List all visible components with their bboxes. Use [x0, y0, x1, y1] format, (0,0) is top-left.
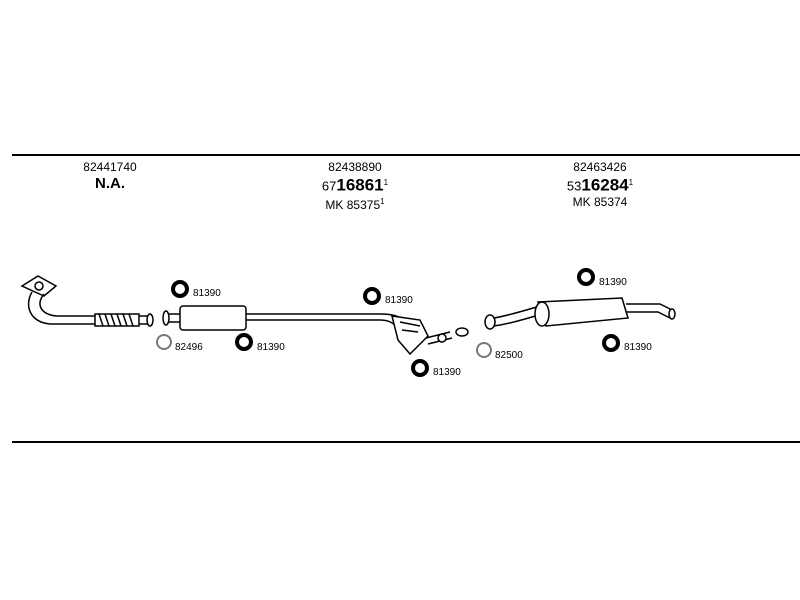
ref-main: 16284 — [581, 175, 629, 195]
rear-silencer-end — [534, 301, 550, 327]
front-flange — [20, 275, 58, 297]
resonator-box — [391, 315, 429, 356]
ref-prefix: 67 — [321, 178, 337, 194]
clamp-e: 81390 — [577, 268, 627, 288]
gasket-b: 82500 — [476, 342, 523, 361]
clamp-c-label: 81390 — [385, 295, 413, 306]
group-middle-silencer: 82438890 67168611 MK 853751 — [275, 160, 435, 212]
gasket-ring-icon — [476, 342, 492, 358]
clamp-ring-icon — [602, 334, 620, 352]
outlet-end — [455, 327, 469, 337]
flex-braid — [98, 313, 134, 327]
pipe-bend-inner — [39, 293, 95, 317]
clamp-a: 81390 — [171, 280, 221, 299]
rear-silencer — [484, 297, 676, 330]
connecting-pipe — [246, 313, 380, 321]
flange-hole — [34, 281, 44, 291]
ref-sup: 1 — [628, 178, 634, 187]
part-code: 82438890 — [328, 160, 382, 174]
clamp-d: 81390 — [411, 359, 461, 378]
reference-number: 53162841 — [520, 174, 680, 195]
part-code: 82441740 — [83, 160, 137, 174]
clamp-c: 81390 — [363, 287, 413, 306]
gasket-a-label: 82496 — [175, 342, 203, 353]
reference-number: 67168611 — [275, 174, 435, 195]
mk-number: MK 85374 — [520, 195, 680, 209]
clamp-ring-icon — [577, 268, 595, 286]
mk-sup: 1 — [380, 197, 385, 207]
top-rule — [12, 154, 800, 156]
pipe-bend-outer — [27, 291, 95, 325]
group-rear-silencer: 82463426 53162841 MK 85374 — [520, 160, 680, 209]
front-pipe — [20, 275, 154, 327]
bottom-rule — [12, 441, 800, 443]
clamp-ring-icon — [363, 287, 381, 305]
clamp-d-label: 81390 — [433, 367, 461, 378]
mk-text: MK 85374 — [572, 195, 628, 210]
clamp-a-label: 81390 — [193, 288, 221, 299]
clamp-f-label: 81390 — [624, 342, 652, 353]
tail-pipe-tip — [668, 308, 676, 320]
rear-inlet-ring — [484, 314, 496, 330]
clamp-e-label: 81390 — [599, 277, 627, 288]
tail-pipe — [626, 303, 673, 319]
mk-text: MK 85375 — [325, 198, 381, 213]
inlet-pipe — [169, 313, 180, 323]
part-code: 82463426 — [573, 160, 627, 174]
gasket-a: 82496 — [156, 334, 203, 353]
clamp-ring-icon — [171, 280, 189, 298]
not-available-note: N.A. — [95, 175, 125, 192]
inlet-ring — [162, 310, 170, 326]
ref-main: 16861 — [336, 175, 384, 195]
pipe-end-cap — [146, 313, 154, 327]
mk-number: MK 853751 — [275, 195, 435, 212]
clamp-b: 81390 — [235, 333, 285, 353]
resonator-detail — [399, 321, 421, 333]
gasket-b-label: 82500 — [495, 350, 523, 361]
clamp-ring-icon — [411, 359, 429, 377]
clamp-f: 81390 — [602, 334, 652, 353]
gasket-ring-icon — [156, 334, 172, 350]
clamp-ring-icon — [235, 333, 253, 351]
middle-silencer-body — [179, 305, 247, 331]
group-front-pipe: 82441740 N.A. — [30, 160, 190, 194]
outlet-collar — [437, 333, 447, 343]
ref-sup: 1 — [383, 178, 389, 187]
middle-silencer — [162, 305, 469, 356]
rear-silencer-body — [536, 297, 629, 327]
clamp-b-label: 81390 — [257, 342, 285, 353]
ref-prefix: 53 — [566, 178, 582, 194]
